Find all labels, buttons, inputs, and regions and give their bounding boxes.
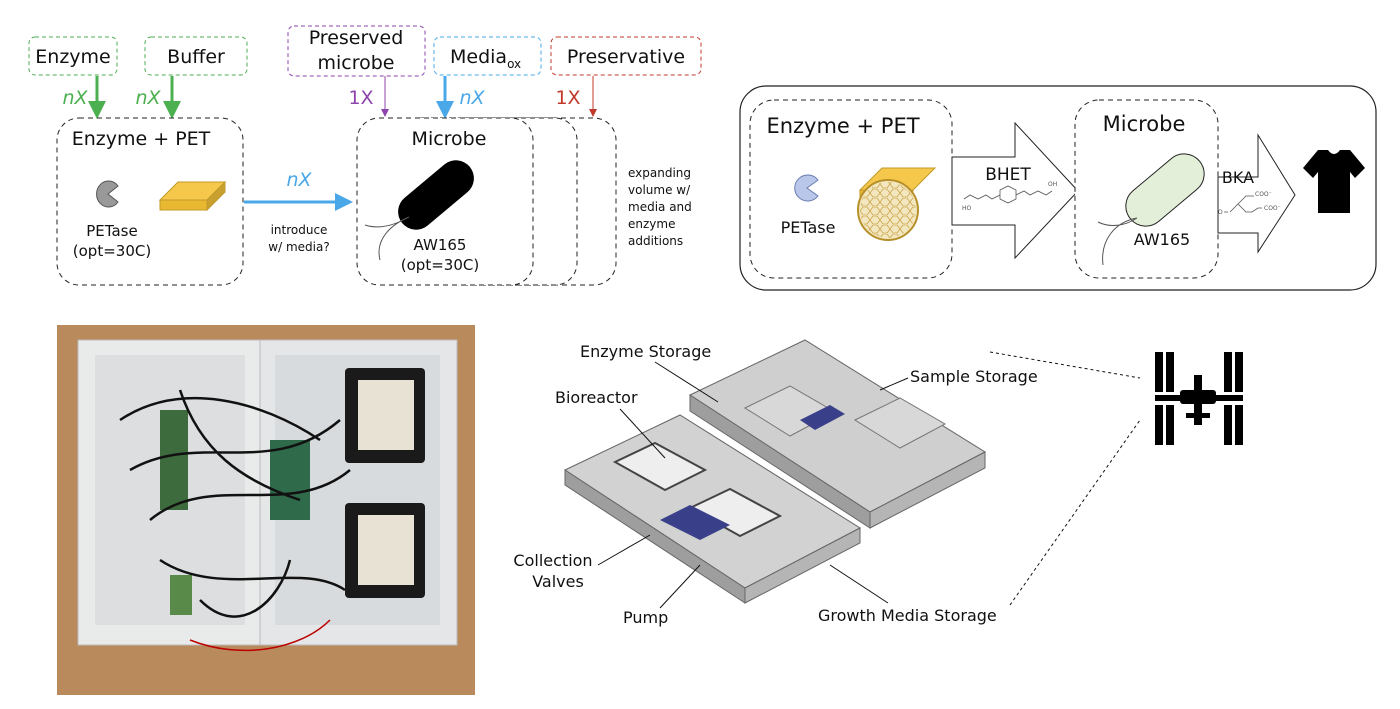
pump-area	[660, 505, 730, 540]
note-line: expanding	[628, 166, 691, 180]
label-sample-storage: Sample Storage	[910, 367, 1038, 386]
pathway-enzyme-title: Enzyme + PET	[766, 114, 919, 138]
note-line: enzyme	[628, 217, 675, 231]
pet-polymer-icon	[857, 167, 937, 241]
expanding-note: expanding volume w/ media and enzyme add…	[628, 166, 692, 248]
pathway-microbe-cell-icon	[1125, 153, 1205, 227]
space-station-icon	[989, 351, 1243, 606]
bhet-arrow	[951, 121, 1079, 260]
bka-arrow	[1217, 133, 1296, 254]
label-growth-media-storage: Growth Media Storage	[818, 606, 997, 625]
pathway-frame	[739, 85, 1377, 291]
media-mult: nX	[459, 87, 485, 109]
bioreactor-chamber-1	[612, 441, 708, 492]
bka-label: BKA	[1222, 168, 1254, 187]
enzyme-pet-title: Enzyme + PET	[72, 128, 211, 150]
hardware-photo	[57, 325, 475, 695]
microbe-mult: 1X	[348, 87, 373, 109]
microbe-title: Microbe	[412, 128, 487, 150]
cad-leader-lines	[597, 361, 909, 609]
buffer-mult: nX	[135, 87, 161, 109]
enzyme-input-label: Enzyme	[35, 46, 110, 68]
cad-labels: Enzyme Storage Bioreactor Sample Storage…	[513, 342, 1037, 627]
label-collection: Collection	[513, 551, 592, 570]
transfer-mult: nX	[286, 169, 312, 191]
label-enzyme-storage: Enzyme Storage	[580, 342, 711, 361]
cable-bundle	[119, 389, 351, 618]
media-ox-label: Mediaox	[450, 46, 521, 71]
top-right-pathway: Enzyme + PET PETase BHET HO OH Microbe A…	[739, 85, 1377, 291]
bka-o: O	[1218, 209, 1223, 216]
bka-coo2: COO⁻	[1264, 205, 1281, 212]
microbe-opt-label: (opt=30C)	[401, 256, 479, 274]
enzyme-pet-box	[56, 117, 244, 286]
bhet-label: BHET	[985, 165, 1031, 185]
buffer-input-label: Buffer	[167, 46, 225, 68]
bhet-oh: OH	[1048, 181, 1057, 188]
bka-structure-icon	[1224, 195, 1262, 213]
flagellum-icon	[1097, 217, 1138, 266]
petase-icon	[96, 180, 119, 208]
petase-icon	[794, 174, 819, 202]
top-left-workflow: Enzyme Buffer Preserved microbe Mediaox …	[28, 25, 702, 286]
bhet-structure-icon	[963, 185, 1053, 204]
note-line: additions	[628, 234, 683, 248]
preserved-microbe-label-2: microbe	[317, 52, 394, 74]
petase-label: PETase	[86, 222, 137, 240]
transfer-note-2: w/ media?	[268, 240, 329, 254]
label-bioreactor: Bioreactor	[555, 388, 638, 407]
flagellum-icon	[364, 216, 410, 261]
enzyme-mult: nX	[62, 87, 88, 109]
microbe-strain-label: AW165	[414, 236, 467, 254]
pet-plastic-icon	[158, 180, 227, 212]
label-pump: Pump	[623, 608, 668, 627]
cad-rendering: Enzyme Storage Bioreactor Sample Storage…	[513, 339, 1038, 627]
pathway-petase-label: PETase	[781, 218, 836, 237]
t-shirt-icon	[1303, 150, 1365, 213]
transfer-note-1: introduce	[271, 223, 328, 237]
buffer-input-box	[144, 36, 248, 76]
petase-opt-label: (opt=30C)	[73, 242, 151, 260]
preservative-mult: 1X	[555, 87, 580, 109]
pathway-microbe-title: Microbe	[1103, 112, 1186, 136]
enzyme-input-box	[28, 36, 118, 76]
pathway-strain-label: AW165	[1134, 230, 1190, 249]
preserved-microbe-label-1: Preserved	[309, 27, 404, 49]
label-valves: Valves	[532, 572, 584, 591]
preservative-label: Preservative	[567, 46, 685, 68]
microbe-cell-icon	[398, 160, 474, 230]
note-line: volume w/	[628, 183, 691, 197]
note-line: media and	[628, 200, 692, 214]
bka-coo1: COO⁻	[1255, 191, 1272, 198]
circuit-board	[160, 410, 188, 510]
bhet-ho: HO	[962, 205, 972, 212]
